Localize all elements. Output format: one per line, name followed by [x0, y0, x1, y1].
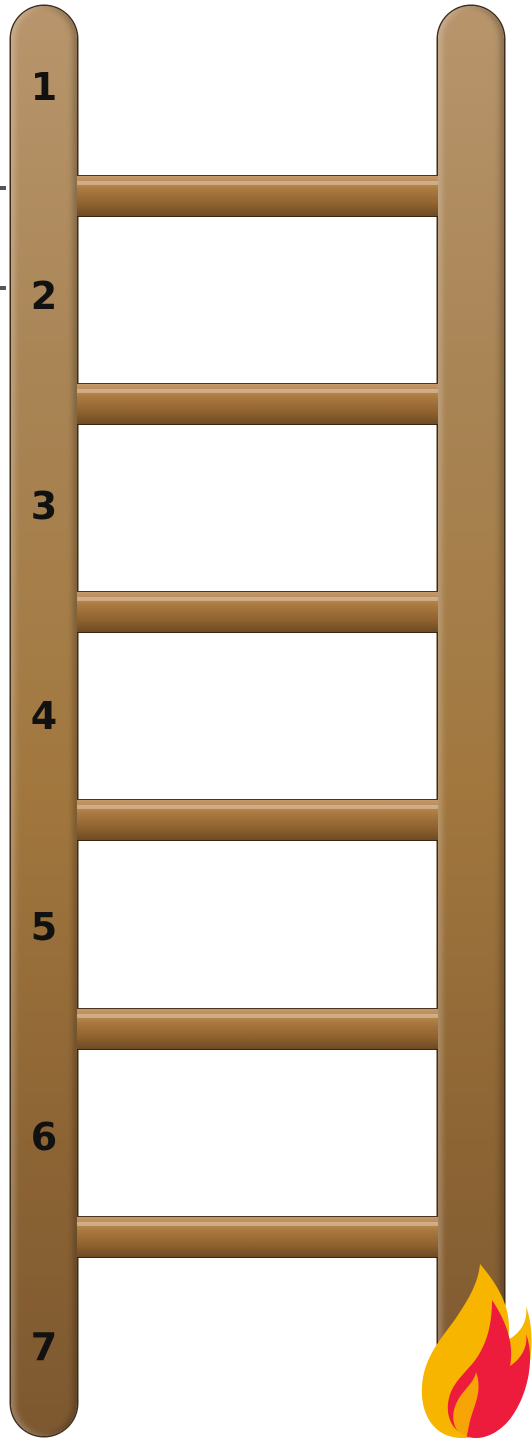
step-number-7: 7: [26, 1328, 62, 1366]
ladder-rung: [77, 799, 438, 841]
ladder-rung: [77, 1216, 438, 1258]
step-number-1: 1: [26, 68, 62, 106]
ladder-right-rail: [438, 6, 504, 1436]
step-number-5: 5: [26, 908, 62, 946]
edge-mark: [0, 186, 6, 190]
ladder-rung: [77, 175, 438, 217]
step-number-2: 2: [26, 277, 62, 315]
flame-icon: [418, 1262, 532, 1440]
ladder-rung: [77, 1008, 438, 1050]
edge-mark: [0, 286, 6, 290]
step-number-6: 6: [26, 1118, 62, 1156]
step-number-3: 3: [26, 487, 62, 525]
step-number-4: 4: [26, 697, 62, 735]
ladder-rung: [77, 383, 438, 425]
ladder-rung: [77, 591, 438, 633]
